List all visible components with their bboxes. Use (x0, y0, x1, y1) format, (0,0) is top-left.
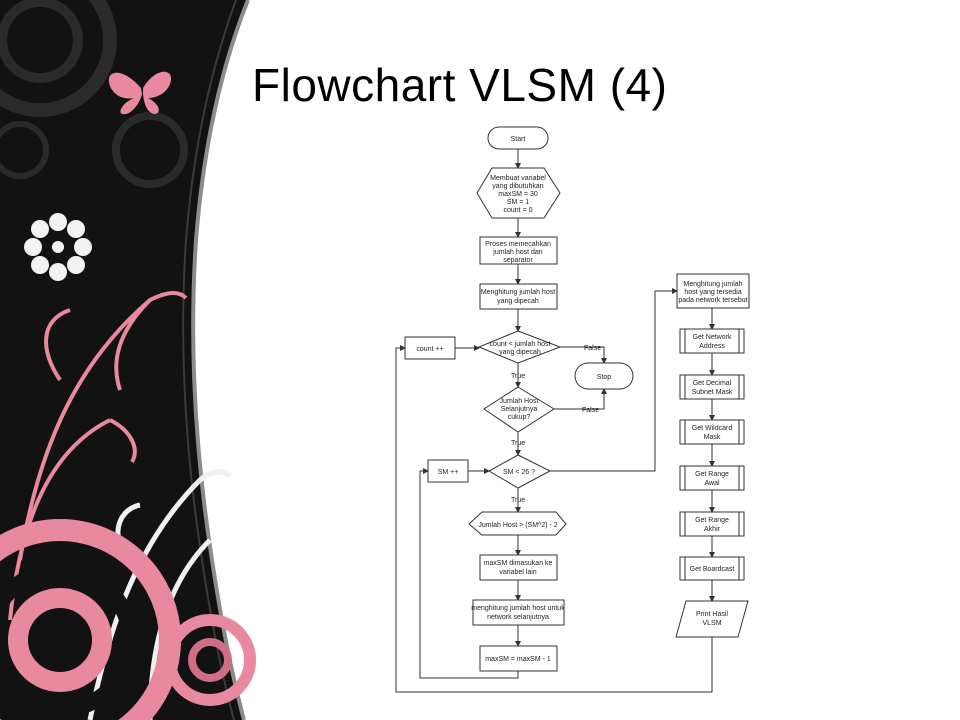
svg-text:Selanjutnya: Selanjutnya (501, 406, 538, 413)
node-split-host: Proses memecahkan jumlah host dan separa… (479, 236, 558, 265)
svg-text:Awal: Awal (704, 480, 719, 487)
svg-text:SM = 1: SM = 1 (507, 199, 529, 206)
svg-text:Start: Start (511, 136, 526, 143)
svg-text:Get Range: Get Range (695, 517, 729, 524)
svg-text:Subnet Mask: Subnet Mask (692, 389, 733, 396)
butterfly-icon (108, 71, 172, 115)
svg-text:Akhir: Akhir (704, 526, 721, 533)
svg-text:host yang tersedia: host yang tersedia (684, 289, 741, 296)
flower-icon (24, 213, 92, 281)
svg-text:SM < 26 ?: SM < 26 ? (503, 469, 535, 476)
svg-text:count = 0: count = 0 (504, 207, 533, 214)
svg-text:Print Hasil: Print Hasil (696, 611, 728, 618)
svg-text:menghitung jumlah host untuk: menghitung jumlah host untuk (471, 605, 565, 612)
svg-text:Get Boardcast: Get Boardcast (690, 566, 735, 573)
svg-text:maxSM dimasukan ke: maxSM dimasukan ke (484, 560, 553, 567)
svg-text:count < jumlah host: count < jumlah host (490, 341, 551, 348)
edge-label-false: False (584, 345, 601, 352)
svg-text:maxSM = 30: maxSM = 30 (498, 191, 538, 198)
edge-cond-count-false (560, 346, 607, 364)
svg-text:count ++: count ++ (416, 346, 443, 353)
slide-title: Flowchart VLSM (4) (252, 59, 668, 111)
svg-text:Get Network: Get Network (693, 334, 732, 341)
node-get-range-akhir: Get Range Akhir (679, 511, 745, 537)
svg-text:Mask: Mask (704, 434, 721, 441)
svg-text:Get Range: Get Range (695, 471, 729, 478)
panel-edge-gray (191, 0, 250, 720)
svg-text:separator: separator (503, 257, 533, 264)
decision-host-enough: Jumlah Host Selanjutnya cukup? (483, 386, 555, 433)
flow-edges (395, 149, 715, 693)
edge-dec-loop (419, 468, 519, 679)
edge-label-true: True (511, 373, 525, 380)
node-count-split: Menghitung jumlah host yang dipecah (479, 283, 558, 310)
edge-label-true: True (511, 497, 525, 504)
svg-text:pada network tersebut: pada network tersebut (678, 297, 747, 304)
svg-text:Jumlah Host > (SM^2) - 2: Jumlah Host > (SM^2) - 2 (478, 522, 557, 529)
edge-cond-sm-right (550, 288, 678, 472)
svg-text:Menghitung jumlah: Menghitung jumlah (683, 281, 742, 288)
svg-text:Menghitung jumlah host: Menghitung jumlah host (481, 289, 555, 296)
node-next-network: menghitung jumlah host untuk network sel… (471, 599, 565, 626)
svg-text:Address: Address (699, 343, 725, 350)
svg-text:Proses memecahkan: Proses memecahkan (485, 241, 551, 248)
node-get-network-address: Get Network Address (679, 328, 745, 354)
svg-text:network selanjutnya: network selanjutnya (487, 614, 549, 621)
pink-rings (0, 519, 256, 720)
node-available-host: Menghitung jumlah host yang tersedia pad… (676, 273, 750, 309)
node-sm-increment: SM ++ (427, 459, 469, 483)
node-assign-maxsm: maxSM dimasukan ke variabel lain (479, 554, 558, 581)
edge-label-true: True (511, 440, 525, 447)
node-print-vlsm: Print Hasil VLSM (675, 600, 749, 638)
node-init-variables: Membuat variabel yang dibutuhkan maxSM =… (476, 167, 561, 219)
svg-text:Stop: Stop (597, 374, 612, 381)
svg-text:VLSM: VLSM (702, 620, 721, 627)
edge-label-false: False (582, 407, 599, 414)
node-count-increment: count ++ (404, 336, 456, 360)
node-maxsm-decrement: maxSM = maxSM - 1 (479, 645, 558, 672)
svg-text:Jumlah Host: Jumlah Host (500, 398, 539, 405)
node-get-broadcast: Get Boardcast (679, 556, 745, 581)
svg-text:jumlah host dan: jumlah host dan (492, 249, 543, 256)
dark-circle-pattern (0, 0, 188, 188)
svg-text:Get Wildcard: Get Wildcard (692, 425, 733, 432)
node-get-decimal-mask: Get Decimal Subnet Mask (679, 374, 745, 400)
svg-text:cukup?: cukup? (508, 414, 531, 421)
svg-text:maxSM = maxSM - 1: maxSM = maxSM - 1 (485, 656, 551, 663)
node-stop: Stop (574, 362, 634, 390)
node-start: Start (487, 126, 549, 150)
svg-text:yang dibutuhkan: yang dibutuhkan (492, 183, 543, 190)
svg-text:SM ++: SM ++ (438, 469, 459, 476)
svg-text:variabel lain: variabel lain (499, 569, 536, 576)
svg-text:yang dipecah: yang dipecah (499, 349, 541, 356)
decision-count: count < jumlah host yang dipecah (477, 330, 562, 364)
svg-text:Membuat variabel: Membuat variabel (490, 175, 546, 182)
decision-sm: SM < 26 ? (487, 454, 552, 489)
svg-text:yang dipecah: yang dipecah (497, 298, 539, 305)
node-get-range-awal: Get Range Awal (679, 465, 745, 491)
edge-cond-host-false (554, 388, 607, 410)
decision-jumlah-host: Jumlah Host > (SM^2) - 2 (468, 511, 567, 536)
svg-text:Get Decimal: Get Decimal (693, 380, 732, 387)
node-get-wildcard-mask: Get Wildcard Mask (679, 419, 745, 445)
edge-print-loop (395, 345, 713, 693)
